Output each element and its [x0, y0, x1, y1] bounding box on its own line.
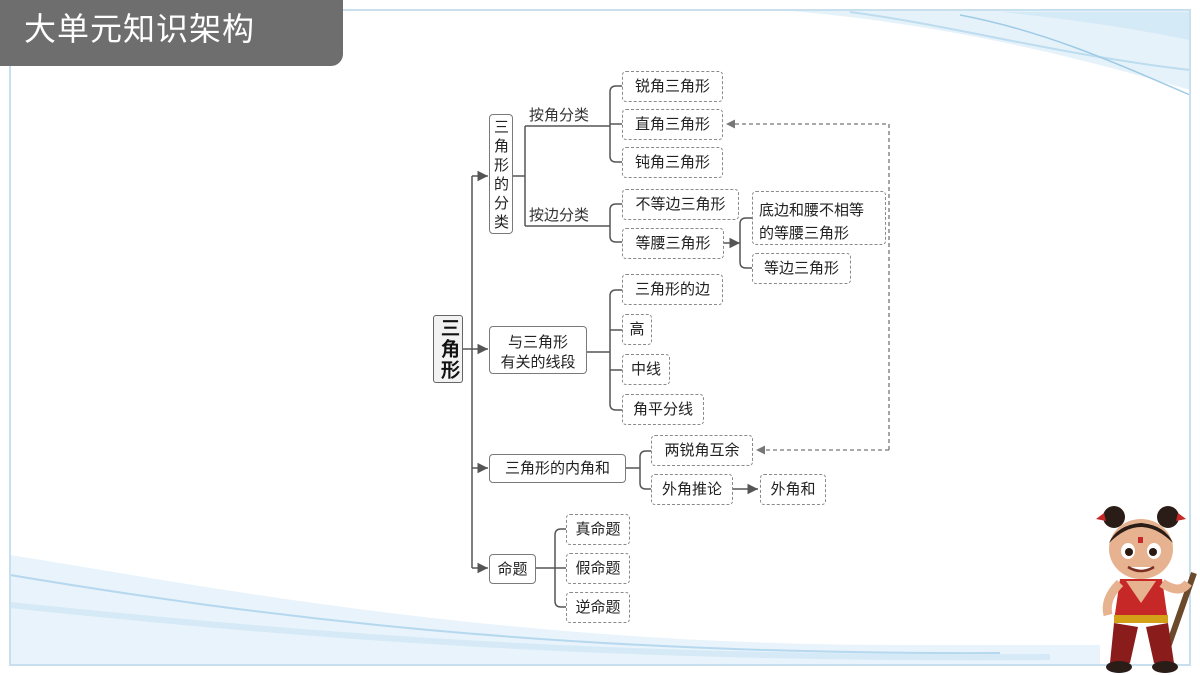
- node-triangle-side: 三角形的边: [622, 274, 723, 305]
- node-segments-line2: 有关的线段: [500, 353, 576, 371]
- node-segments: 与三角形 有关的线段: [489, 326, 587, 374]
- label-by-side: 按边分类: [529, 206, 590, 224]
- node-non-equilateral-line2: 的等腰三角形: [759, 224, 850, 242]
- node-median: 中线: [622, 354, 670, 385]
- node-non-equilateral-isosceles: 底边和腰不相等 的等腰三角形: [752, 191, 886, 245]
- slide-frame: [9, 9, 1191, 666]
- node-non-equilateral-line1: 底边和腰不相等: [759, 201, 865, 219]
- cartoon-boy-character-icon: [1096, 506, 1197, 673]
- node-true-proposition: 真命题: [566, 514, 630, 545]
- node-obtuse-triangle: 钝角三角形: [622, 147, 723, 178]
- node-equilateral-triangle: 等边三角形: [752, 253, 851, 284]
- node-isosceles-triangle: 等腰三角形: [622, 228, 724, 259]
- node-scalene-triangle: 不等边三角形: [622, 189, 739, 220]
- node-right-triangle: 直角三角形: [622, 109, 723, 140]
- node-propositions: 命题: [489, 554, 536, 584]
- node-false-proposition: 假命题: [566, 553, 630, 584]
- node-exterior-inference: 外角推论: [651, 474, 733, 505]
- slide-title: 大单元知识架构: [0, 0, 343, 66]
- node-classification: 三角形的分类: [489, 114, 513, 234]
- root-node-triangle: 三角形: [433, 315, 463, 383]
- node-converse-proposition: 逆命题: [566, 592, 630, 623]
- label-by-angle: 按角分类: [529, 106, 590, 124]
- node-acute-triangle: 锐角三角形: [622, 71, 723, 102]
- node-altitude: 高: [622, 314, 652, 345]
- node-exterior-sum: 外角和: [760, 474, 826, 505]
- node-angle-bisector: 角平分线: [622, 394, 704, 425]
- node-segments-line1: 与三角形: [507, 333, 568, 351]
- node-complementary-acute: 两锐角互余: [651, 435, 753, 466]
- node-interior-angles: 三角形的内角和: [489, 454, 626, 483]
